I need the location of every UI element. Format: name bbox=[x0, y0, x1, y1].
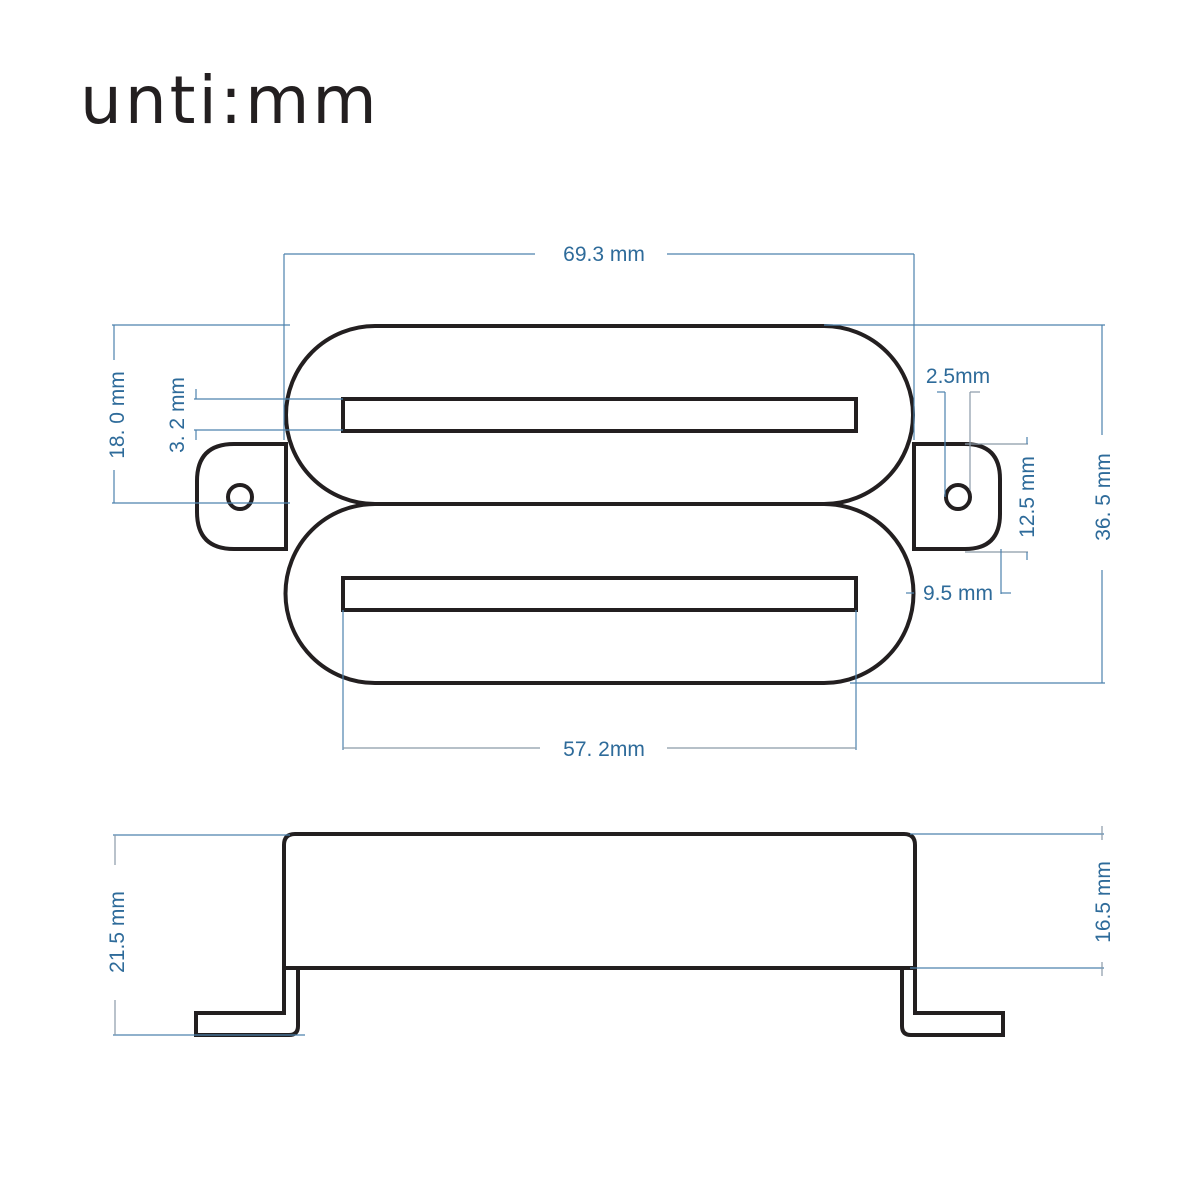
overall-width-label: 69.3 mm bbox=[563, 243, 645, 266]
rail-width-label: 3. 2 mm bbox=[166, 377, 189, 453]
side-view: 21.5 mm 16.5 mm bbox=[106, 826, 1115, 1037]
dimension-overall-height: 36. 5 mm bbox=[824, 324, 1115, 684]
unit-title: unti:mm bbox=[80, 62, 380, 139]
dimension-tab-width: 9.5 mm bbox=[906, 549, 1011, 605]
tab-width-label: 9.5 mm bbox=[923, 582, 993, 605]
dimension-tab-height: 12.5 mm bbox=[965, 437, 1039, 560]
cover-height-label: 16.5 mm bbox=[1092, 861, 1115, 943]
dimension-hole-diameter: 2.5mm bbox=[926, 365, 990, 497]
right-mount-foot bbox=[900, 968, 1005, 1037]
total-height-label: 21.5 mm bbox=[106, 891, 129, 973]
top-view: 69.3 mm 18. 0 mm 3. 2 mm 2.5mm bbox=[106, 243, 1115, 761]
left-mount-hole bbox=[226, 483, 254, 511]
upper-blade-rail bbox=[341, 397, 858, 433]
left-mount-foot bbox=[194, 968, 300, 1037]
dimension-cover-height: 16.5 mm bbox=[910, 826, 1115, 976]
dimension-rail-width: 3. 2 mm bbox=[166, 377, 343, 453]
coil-width-label: 18. 0 mm bbox=[106, 371, 129, 459]
dimension-coil-width: 18. 0 mm bbox=[106, 324, 290, 504]
dimension-overall-width: 69.3 mm bbox=[283, 243, 915, 440]
dimension-total-height: 21.5 mm bbox=[106, 834, 305, 1036]
overall-height-label: 36. 5 mm bbox=[1092, 453, 1115, 541]
tab-height-label: 12.5 mm bbox=[1016, 456, 1039, 538]
hole-diameter-label: 2.5mm bbox=[926, 365, 990, 388]
pickup-cover-side bbox=[282, 832, 917, 970]
dimension-rail-length: 57. 2mm bbox=[342, 610, 857, 761]
lower-blade-rail bbox=[341, 576, 858, 612]
rail-length-label: 57. 2mm bbox=[563, 738, 645, 761]
right-mount-hole bbox=[944, 483, 972, 511]
